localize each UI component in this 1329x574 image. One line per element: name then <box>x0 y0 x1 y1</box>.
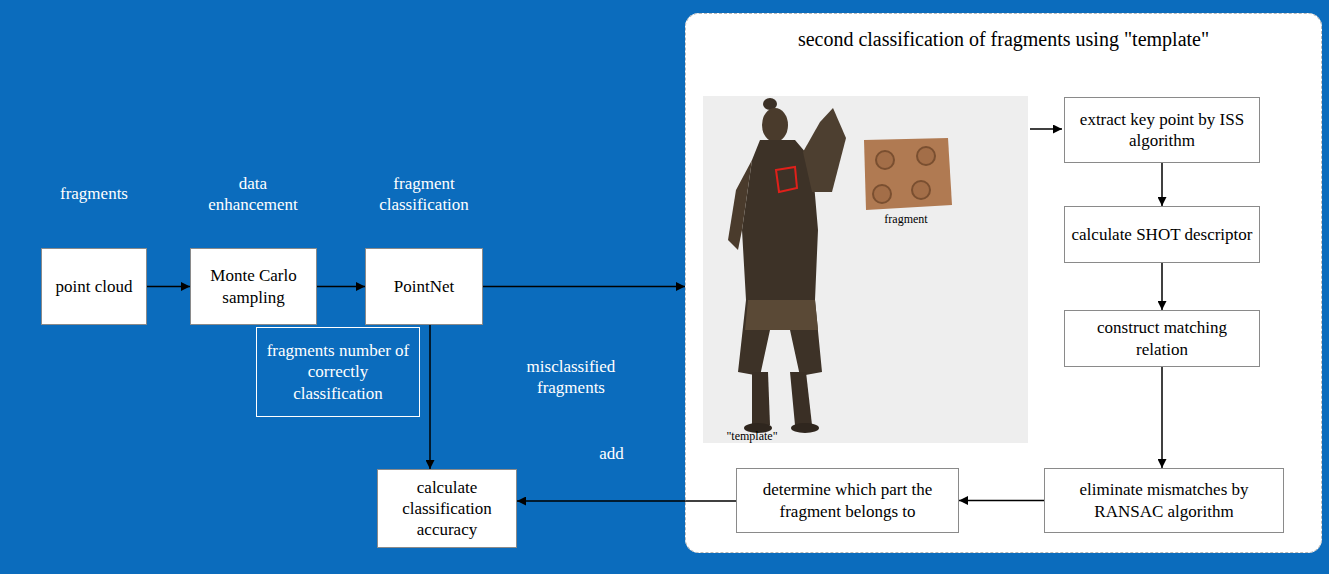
box-text: fragments number of correctly classifica… <box>263 340 413 404</box>
arrow-connector <box>1161 263 1163 310</box>
box-text: point cloud <box>56 276 133 297</box>
box-text: calculate SHOT descriptor <box>1072 224 1253 245</box>
box-text: construct matching relation <box>1071 317 1253 360</box>
stage-label: data enhancement <box>198 173 308 216</box>
box-text: calculate classification accuracy <box>384 477 510 541</box>
stage-label: fragments <box>39 183 149 204</box>
process-box: point cloud <box>41 248 147 325</box>
box-text: extract key point by ISS algorithm <box>1071 109 1253 152</box>
process-box: calculate classification accuracy <box>377 469 517 548</box>
process-box: fragments number of correctly classifica… <box>256 327 420 417</box>
arrow-connector <box>483 286 685 288</box>
image-arrow <box>1030 128 1062 130</box>
box-text: determine which part the fragment belong… <box>743 479 952 522</box>
process-box: PointNet <box>365 248 483 325</box>
process-box: Monte Carlo sampling <box>190 248 317 325</box>
stage-label: fragment classification <box>369 173 479 216</box>
arrow-connector <box>147 286 190 288</box>
process-box: calculate SHOT descriptor <box>1064 206 1260 263</box>
arrow-connector <box>429 325 431 469</box>
box-text: PointNet <box>394 276 454 297</box>
image-caption: "template" <box>707 429 797 444</box>
edge-label: misclassified fragments <box>511 355 631 398</box>
arrow-connector <box>1161 163 1163 206</box>
image-caption: fragment <box>866 212 946 227</box>
arrow-connector <box>317 286 365 288</box>
arrow-connector <box>517 500 736 502</box>
process-box: determine which part the fragment belong… <box>736 468 959 533</box>
arrow-connector <box>959 500 1044 502</box>
group-panel: second classification of fragments using… <box>685 13 1322 553</box>
process-box: eliminate mismatches by RANSAC algorithm <box>1044 468 1284 533</box>
process-box: extract key point by ISS algorithm <box>1064 97 1260 163</box>
box-text: Monte Carlo sampling <box>197 265 310 308</box>
box-text: eliminate mismatches by RANSAC algorithm <box>1051 479 1277 522</box>
process-box: construct matching relation <box>1064 310 1260 367</box>
panel-heading: second classification of fragments using… <box>686 28 1321 51</box>
arrow-connector <box>1161 367 1163 468</box>
edge-label: add <box>552 443 672 464</box>
panel-fill <box>685 13 1322 553</box>
illustration <box>703 96 1028 443</box>
